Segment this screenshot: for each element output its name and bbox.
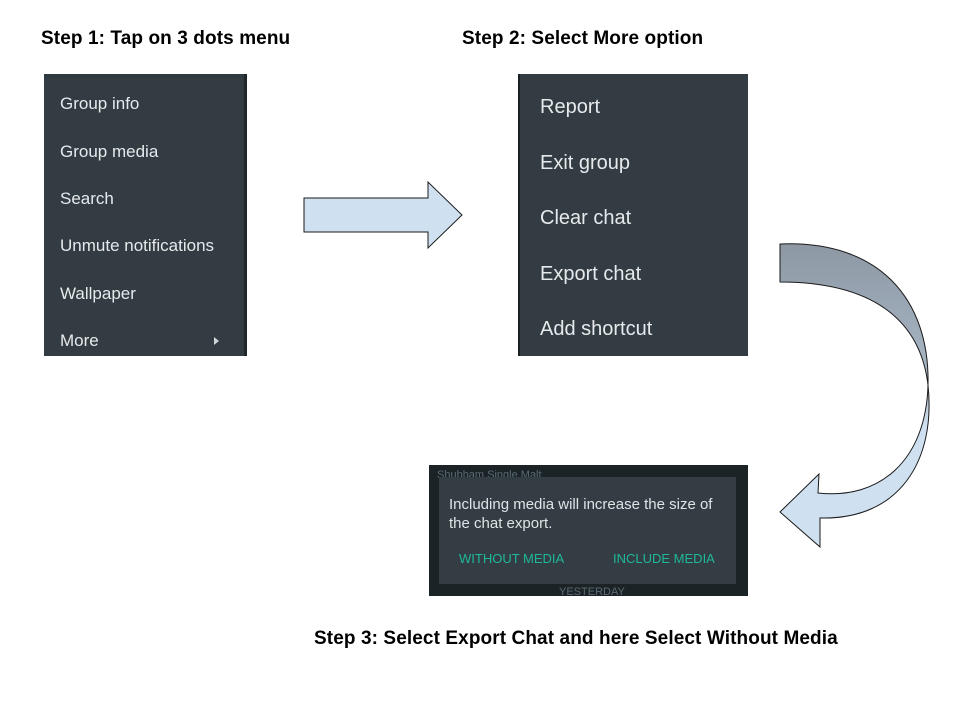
menu-item-more[interactable]: More: [60, 331, 99, 350]
curved-arrow-icon: [779, 243, 930, 549]
menu-item-group-info[interactable]: Group info: [60, 94, 140, 113]
menu-item-clear-chat[interactable]: Clear chat: [540, 207, 632, 229]
menu-item-wallpaper[interactable]: Wallpaper: [60, 284, 136, 303]
right-arrow-icon: [303, 180, 463, 250]
more-submenu-screenshot: Report Exit group Clear chat Export chat…: [518, 74, 748, 356]
background-date-divider: YESTERDAY: [559, 586, 625, 596]
without-media-button[interactable]: WITHOUT MEDIA: [459, 551, 565, 566]
include-media-button[interactable]: INCLUDE MEDIA: [613, 551, 715, 566]
menu-item-group-media[interactable]: Group media: [60, 142, 159, 161]
menu-item-unmute-notifications[interactable]: Unmute notifications: [60, 236, 215, 255]
menu-edge: [244, 74, 247, 356]
overflow-menu-screenshot: Group info Group media Search Unmute not…: [44, 74, 247, 356]
step1-title: Step 1: Tap on 3 dots menu: [41, 28, 291, 49]
menu-item-report[interactable]: Report: [540, 96, 601, 118]
menu-item-search[interactable]: Search: [60, 189, 114, 208]
export-dialog-screenshot: Shubham Single Malt Including media will…: [429, 465, 748, 596]
menu-item-add-shortcut[interactable]: Add shortcut: [540, 318, 653, 340]
menu-item-export-chat[interactable]: Export chat: [540, 263, 642, 285]
export-dialog: [439, 477, 736, 584]
step2-title: Step 2: Select More option: [462, 28, 704, 49]
dialog-message: Including media will increase the size o…: [449, 496, 713, 532]
menu-item-exit-group[interactable]: Exit group: [540, 152, 631, 174]
step3-title: Step 3: Select Export Chat and here Sele…: [314, 628, 838, 649]
overflow-menu-panel: [44, 78, 244, 356]
submenu-edge: [518, 74, 520, 356]
chevron-right-icon: [214, 337, 219, 345]
